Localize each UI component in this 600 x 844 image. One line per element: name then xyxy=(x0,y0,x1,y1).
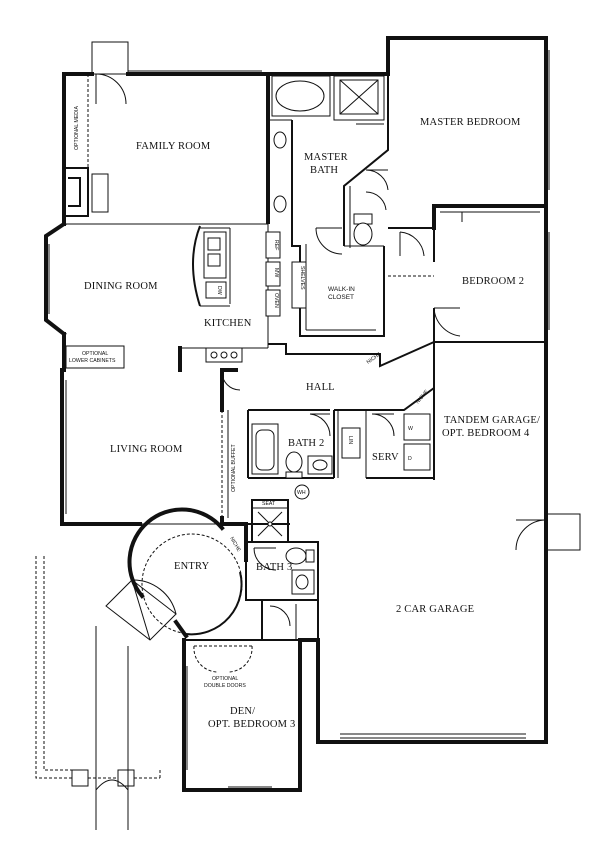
label-bath-2: BATH 2 xyxy=(288,438,325,449)
label-bedroom-2: BEDROOM 2 xyxy=(462,276,524,287)
label-master-bath-line2: BATH xyxy=(310,165,338,176)
note-optional-lower-cabinets-line2: LOWER CABINETS xyxy=(69,358,116,364)
note-lin: LIN xyxy=(347,436,353,444)
note-oven: OVEN xyxy=(273,293,279,308)
note-optional-double-doors-line2: DOUBLE DOORS xyxy=(204,683,246,689)
label-two-car-garage: 2 CAR GARAGE xyxy=(396,604,474,615)
note-ref: REF xyxy=(273,240,279,250)
label-walk-in-line2: CLOSET xyxy=(328,294,354,301)
note-optional-media: OPTIONAL MEDIA xyxy=(74,106,80,150)
note-dw: DW xyxy=(216,286,222,295)
interior-walls xyxy=(64,74,548,690)
note-niche-entry: NICHE xyxy=(228,536,242,553)
label-entry: ENTRY xyxy=(174,561,210,572)
note-optional-buffet: OPTIONAL BUFFET xyxy=(231,444,237,492)
label-den-line2: OPT. BEDROOM 3 xyxy=(208,719,296,730)
note-wh: WH xyxy=(297,490,306,496)
label-walk-in-line1: WALK-IN xyxy=(328,286,355,293)
exterior-walkway xyxy=(35,556,161,830)
door-swings xyxy=(193,169,581,673)
label-family-room: FAMILY ROOM xyxy=(136,141,211,152)
label-bath-3: BATH 3 xyxy=(256,562,293,573)
label-serv: SERV xyxy=(372,452,399,463)
label-living-room: LIVING ROOM xyxy=(110,444,183,455)
note-mw: MW xyxy=(273,268,279,277)
note-shelves: SHELVES xyxy=(299,266,305,290)
entry-rotunda xyxy=(105,507,243,641)
label-dining-room: DINING ROOM xyxy=(84,281,158,292)
label-hall: HALL xyxy=(306,382,335,393)
label-den-line1: DEN/ xyxy=(230,706,255,717)
note-dryer: D xyxy=(408,456,412,462)
label-master-bedroom: MASTER BEDROOM xyxy=(420,117,521,128)
note-optional-double-doors-line1: OPTIONAL xyxy=(212,676,238,682)
label-tandem-garage-line1: TANDEM GARAGE/ xyxy=(444,415,540,426)
plan-notes: OPTIONAL MEDIA OPTIONAL LOWER CABINETS O… xyxy=(69,106,430,689)
room-labels: FAMILY ROOM MASTER BATH MASTER BEDROOM D… xyxy=(84,117,540,730)
fixtures xyxy=(65,75,431,595)
note-niche-serv: NICHE xyxy=(415,389,430,406)
note-optional-lower-cabinets-line1: OPTIONAL xyxy=(82,351,108,357)
family-room-bumpout xyxy=(91,41,129,105)
label-master-bath-line1: MASTER xyxy=(304,152,348,163)
label-kitchen: KITCHEN xyxy=(204,318,252,329)
label-tandem-garage-line2: OPT. BEDROOM 4 xyxy=(442,428,530,439)
note-seat: SEAT xyxy=(262,501,276,507)
note-washer: W xyxy=(408,426,413,432)
exterior-walls xyxy=(44,36,550,792)
